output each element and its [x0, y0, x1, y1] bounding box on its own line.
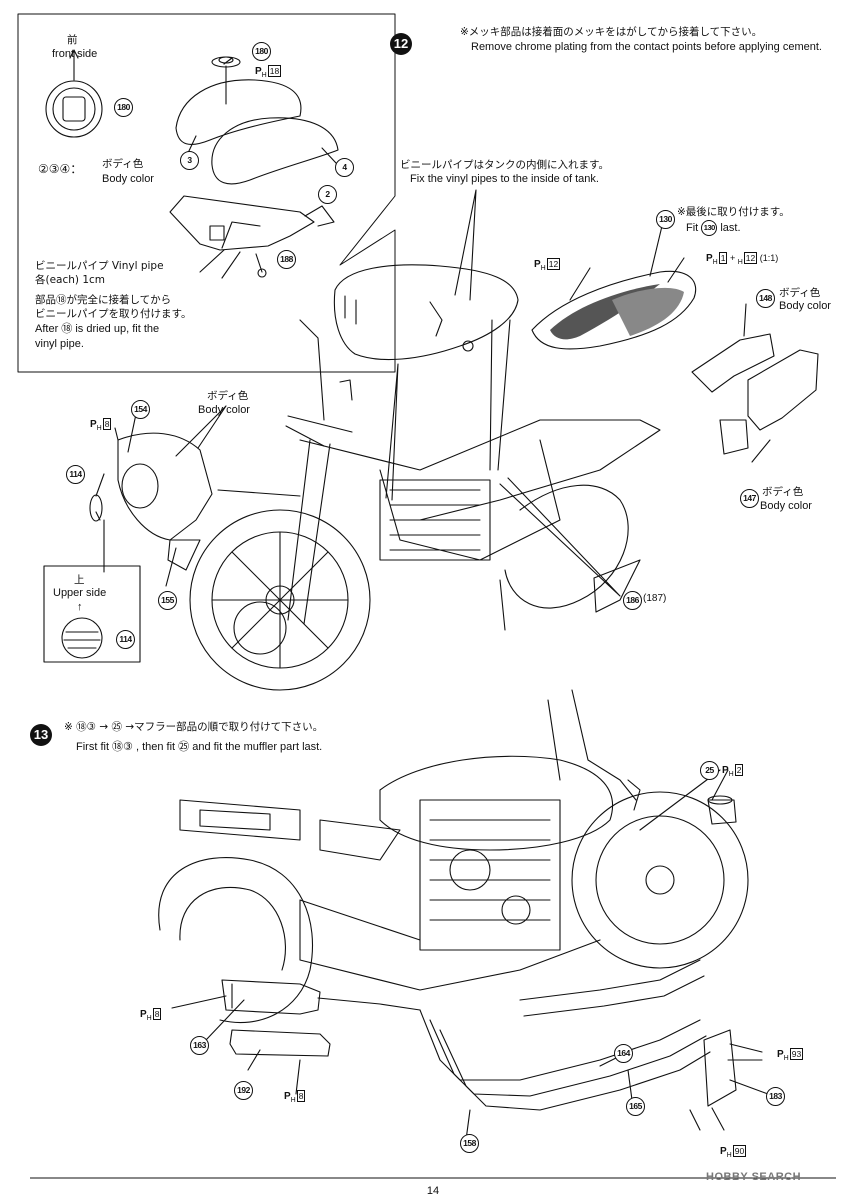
pcode-h18-value: 18: [267, 65, 282, 77]
part-2: 2: [318, 185, 337, 204]
seat-last-jp: ※最後に取り付けます。: [677, 206, 790, 218]
watermark-logo: HOBBY SEARCH: [706, 1171, 802, 1183]
part-180-cap: 180: [114, 98, 133, 117]
step-13-note-en: First fit ⑱③ , then fit ㉕ and fit the mu…: [76, 741, 323, 753]
vinyl-pipe-label: ビニールパイプ Vinyl pipe: [35, 260, 164, 272]
pcode-h90-value: 90: [732, 1145, 747, 1157]
pcode-h93-value: 93: [789, 1048, 804, 1060]
body-color-154-jp: ボディ色: [207, 390, 249, 402]
inset-body-color-en: Body color: [102, 173, 154, 185]
upper-arrow: ↑: [77, 601, 83, 613]
part-3: 3: [180, 151, 199, 170]
part-183: 183: [766, 1087, 785, 1106]
dried-jp-1: 部品⑱が完全に接着してから: [35, 294, 172, 306]
body-color-154-en: Body color: [198, 404, 250, 416]
ratio-label: (1:1): [759, 253, 779, 263]
front-side-en: front side: [52, 48, 98, 60]
body-color-148-jp: ボディ色: [779, 287, 821, 299]
vinyl-each-label: 各(each) 1cm: [35, 274, 106, 286]
part-163: 163: [190, 1036, 209, 1055]
part-147: 147: [740, 489, 759, 508]
part-114-inset: 114: [116, 630, 135, 649]
pcode-h12b-value: 12: [743, 252, 758, 264]
pcode-h12-seat-value: 12: [546, 258, 561, 270]
upper-side-jp: 上: [74, 574, 85, 586]
pcode-h8-bracket-value: 8: [296, 1090, 306, 1102]
dried-en-1: After ⑱ is dried up, fit the: [35, 323, 160, 335]
part-155: 155: [158, 591, 177, 610]
seat-last-en: Fit 130 last.: [686, 220, 741, 236]
parts-2-3-4-text: ②③④：: [38, 162, 83, 176]
part-186: 186: [623, 591, 642, 610]
seat-last-en-pre: Fit: [686, 221, 699, 234]
vinyl-inside-jp: ビニールパイプはタンクの内側に入れます。: [400, 159, 609, 171]
vinyl-inside-en: Fix the vinyl pipes to the inside of tan…: [410, 173, 599, 185]
part-192: 192: [234, 1081, 253, 1100]
part-187-label: (187): [643, 593, 667, 604]
body-color-148-en: Body color: [779, 300, 831, 312]
step-13-note-jp: ※ ⑱③ → ㉕ →マフラー部品の順で取り付けて下さい。: [64, 721, 324, 733]
part-4: 4: [335, 158, 354, 177]
part-154: 154: [131, 400, 150, 419]
part-130: 130: [656, 210, 675, 229]
step-12-note-en: Remove chrome plating from the contact p…: [471, 41, 822, 53]
pcode-h8-muffler-value: 8: [152, 1008, 162, 1020]
step-12-badge: 12: [390, 33, 412, 55]
page-number: 14: [426, 1185, 440, 1197]
body-color-147-en: Body color: [760, 500, 812, 512]
part-158: 158: [460, 1134, 479, 1153]
body-color-147-jp: ボディ色: [762, 486, 804, 498]
front-side-jp: 前: [67, 34, 78, 46]
part-165: 165: [626, 1097, 645, 1116]
parts-2-3-4-label: ②③④：: [38, 162, 82, 176]
step-12-note-jp: ※メッキ部品は接着面のメッキをはがしてから接着して下さい。: [460, 26, 763, 38]
part-114: 114: [66, 465, 85, 484]
part-148: 148: [756, 289, 775, 308]
part-188: 188: [277, 250, 296, 269]
part-164: 164: [614, 1044, 633, 1063]
part-130-inline: 130: [701, 220, 718, 236]
part-180-top: 180: [252, 42, 271, 61]
pcode-h2-value: 2: [734, 764, 744, 776]
dried-en-2: vinyl pipe.: [35, 338, 84, 350]
inset-body-color-jp: ボディ色: [102, 158, 144, 170]
pcode-h1-value: 1: [718, 252, 728, 264]
seat-last-en-post: last.: [720, 221, 741, 234]
upper-side-en: Upper side: [53, 587, 107, 599]
pcode-h8-cowl-value: 8: [102, 418, 112, 430]
dried-jp-2: ビニールパイプを取り付けます。: [35, 308, 192, 320]
step-13-badge: 13: [30, 724, 52, 746]
part-25: 25: [700, 761, 719, 780]
